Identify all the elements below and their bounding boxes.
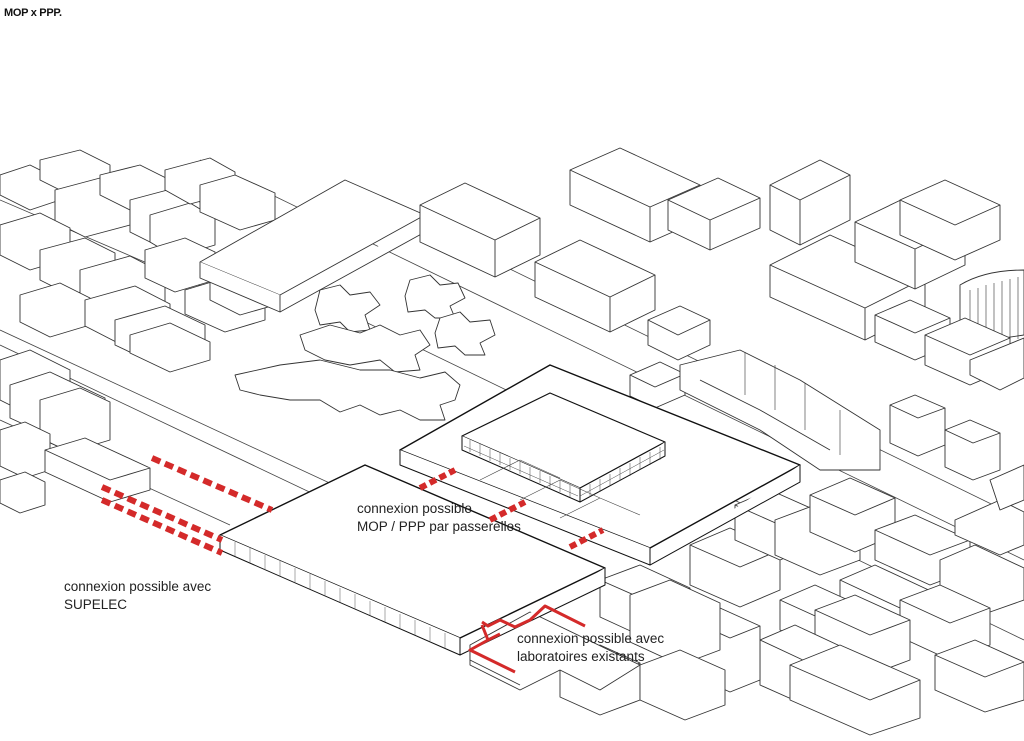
annotation-mop-ppp: connexion possible MOP / PPP par passere… (357, 500, 521, 536)
building-block-ne3 (769, 159, 851, 246)
building-block-ne6 (899, 179, 1001, 261)
annotation-laboratories: connexion possible avec laboratoires exi… (517, 630, 664, 666)
annotation-mop-ppp-line1: connexion possible (357, 501, 472, 516)
building-block-mid (647, 305, 711, 361)
connection-supelec (100, 455, 274, 556)
building-tower-e (889, 394, 946, 457)
building-cluster-northwest (0, 149, 276, 373)
annotation-supelec: connexion possible avec SUPELEC (64, 578, 211, 614)
building-block-north2 (534, 239, 656, 333)
context-buildings (0, 147, 1024, 736)
annotation-laboratories-line2: laboratoires existants (517, 649, 645, 664)
annotation-supelec-line1: connexion possible avec (64, 579, 212, 594)
building-ppp-slab (219, 464, 606, 656)
building-mop-slab (399, 364, 801, 566)
building-large-north (199, 179, 426, 313)
building-ribbon-east (679, 349, 881, 471)
page-title: MOP x PPP. (4, 7, 62, 19)
park-trees (234, 274, 496, 421)
building-block-ne2 (667, 177, 761, 251)
building-cluster-west (0, 349, 151, 514)
annotation-mop-ppp-line2: MOP / PPP par passerelles (357, 519, 521, 534)
connection-mop-ppp (418, 467, 605, 550)
connection-laboratories (468, 604, 586, 674)
building-block-north (419, 182, 541, 278)
annotation-laboratories-line1: connexion possible avec (517, 631, 665, 646)
building-block-e3 (969, 337, 1024, 391)
building-block-ne1 (569, 147, 701, 243)
building-tower-e2 (944, 419, 1001, 481)
building-block-mid2 (629, 361, 686, 409)
building-cluster-southeast (559, 464, 1024, 736)
annotation-supelec-line2: SUPELEC (64, 597, 128, 612)
